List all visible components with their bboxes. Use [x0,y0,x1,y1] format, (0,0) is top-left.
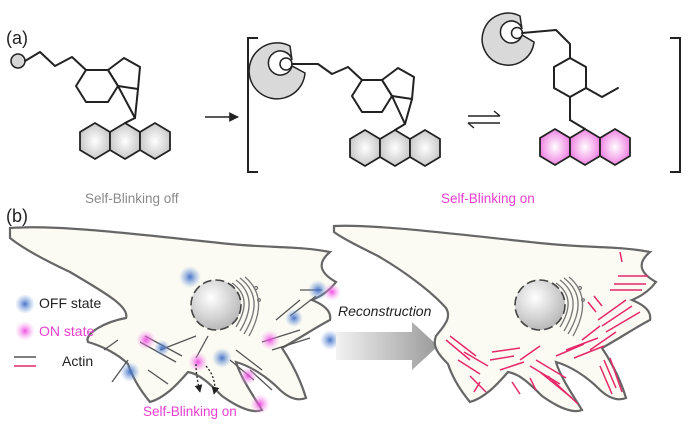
off-state-spots [120,266,340,382]
nucleus-left [190,279,242,331]
self-blinking-on-label: Self-Blinking on [143,404,237,419]
caption-self-blinking-on: Self-Blinking on [441,191,535,206]
legend-off-swatch [15,294,35,314]
panel-a-label: (a) [6,28,28,48]
legend-on-label: ON state [39,323,94,339]
xanthene-core-grey [79,117,171,161]
legend-actin-label: Actin [62,353,93,369]
legend-off-label: OFF state [39,295,101,311]
legend-on-swatch [15,321,35,341]
blinking-pointers [194,363,220,395]
golgi-right [555,276,585,337]
molecule-open-on [481,12,631,167]
actin-reconstructed [445,251,648,405]
xanthene-core-grey-2 [349,123,441,168]
xanthene-core-pink [539,119,631,167]
anchor-bead-icon [10,53,26,69]
bracket-left [247,37,258,173]
reconstruction-arrow [336,322,438,370]
caption-self-blinking-off: Self-Blinking off [85,191,179,206]
cell-membrane-right [332,224,658,413]
on-state-spots [136,283,341,414]
molecule-bound-off [248,42,441,168]
cell-after [332,224,658,413]
bracket-right [670,37,681,173]
equilibrium-arrows [467,110,501,129]
molecule-closed-form [10,51,171,161]
protein-pocket-icon-2 [481,12,535,66]
protein-pocket-icon [248,42,306,100]
reconstruction-label: Reconstruction [338,303,432,319]
nucleus-right [514,279,566,331]
cell-before [8,226,341,414]
legend: OFF state ON state Actin [14,294,101,369]
golgi-left [231,276,261,337]
panel-b-label: (b) [6,206,28,226]
